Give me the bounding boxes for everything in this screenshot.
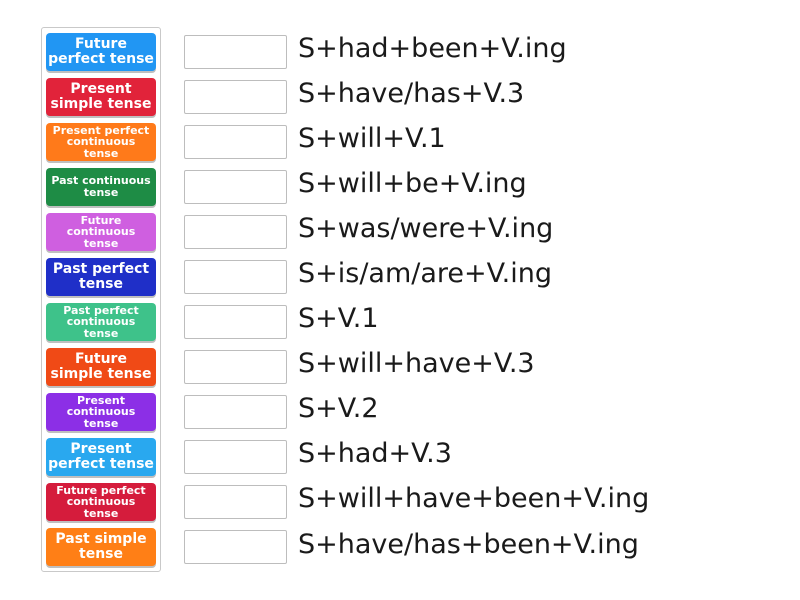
drop-slot[interactable]: [184, 440, 287, 474]
tile-label: Present simple tense: [50, 81, 152, 112]
tile-label: Future perfect tense: [48, 36, 154, 67]
formula-text: S+have/has+V.3: [298, 78, 525, 109]
formula-text: S+will+have+V.3: [298, 348, 535, 379]
tile-label: Past perfect continuous tense: [63, 303, 139, 340]
tile-label: Past simple tense: [55, 531, 147, 562]
tile-panel: [41, 27, 161, 572]
drop-slot[interactable]: [184, 350, 287, 384]
formula-text: S+will+have+been+V.ing: [298, 483, 650, 514]
drop-slot[interactable]: [184, 80, 287, 114]
formula-text: S+V.2: [298, 393, 379, 424]
tile-past-perfect-continuous[interactable]: Past perfect continuous tense: [46, 303, 156, 341]
formula-text: S+had+V.3: [298, 438, 452, 469]
drop-slot[interactable]: [184, 485, 287, 519]
tile-future-simple[interactable]: Future simple tense: [46, 348, 156, 386]
drop-slot[interactable]: [184, 305, 287, 339]
formula-text: S+V.1: [298, 303, 379, 334]
tile-label: Future perfect continuous tense: [56, 483, 146, 520]
tile-past-continuous[interactable]: Past continuous tense: [46, 168, 156, 206]
tile-label: Past perfect tense: [52, 261, 150, 292]
tile-future-continuous[interactable]: Future continuous tense: [46, 213, 156, 251]
tile-label: Future continuous tense: [66, 213, 136, 250]
drop-slot[interactable]: [184, 395, 287, 429]
drop-slot[interactable]: [184, 530, 287, 564]
formula-text: S+will+be+V.ing: [298, 168, 527, 199]
tile-label: Present continuous tense: [66, 393, 136, 430]
formula-text: S+have/has+been+V.ing: [298, 529, 639, 560]
drop-slot[interactable]: [184, 35, 287, 69]
tile-future-perfect-continuous[interactable]: Future perfect continuous tense: [46, 483, 156, 521]
drop-slot[interactable]: [184, 125, 287, 159]
tile-past-simple[interactable]: Past simple tense: [46, 528, 156, 566]
tile-label: Past continuous tense: [51, 174, 151, 199]
drop-slot[interactable]: [184, 170, 287, 204]
formula-text: S+was/were+V.ing: [298, 213, 554, 244]
formula-text: S+will+V.1: [298, 123, 446, 154]
drop-slot[interactable]: [184, 215, 287, 249]
formula-text: S+had+been+V.ing: [298, 33, 567, 64]
drop-slot[interactable]: [184, 260, 287, 294]
formula-text: S+is/am/are+V.ing: [298, 258, 552, 289]
tile-label: Future simple tense: [50, 351, 152, 382]
tile-label: Present perfect continuous tense: [52, 123, 150, 160]
tile-present-simple[interactable]: Present simple tense: [46, 78, 156, 116]
tile-label: Present perfect tense: [48, 441, 154, 472]
tile-past-perfect[interactable]: Past perfect tense: [46, 258, 156, 296]
tile-present-perfect-continuous[interactable]: Present perfect continuous tense: [46, 123, 156, 161]
tile-future-perfect[interactable]: Future perfect tense: [46, 33, 156, 71]
tile-present-perfect[interactable]: Present perfect tense: [46, 438, 156, 476]
tile-present-continuous[interactable]: Present continuous tense: [46, 393, 156, 431]
